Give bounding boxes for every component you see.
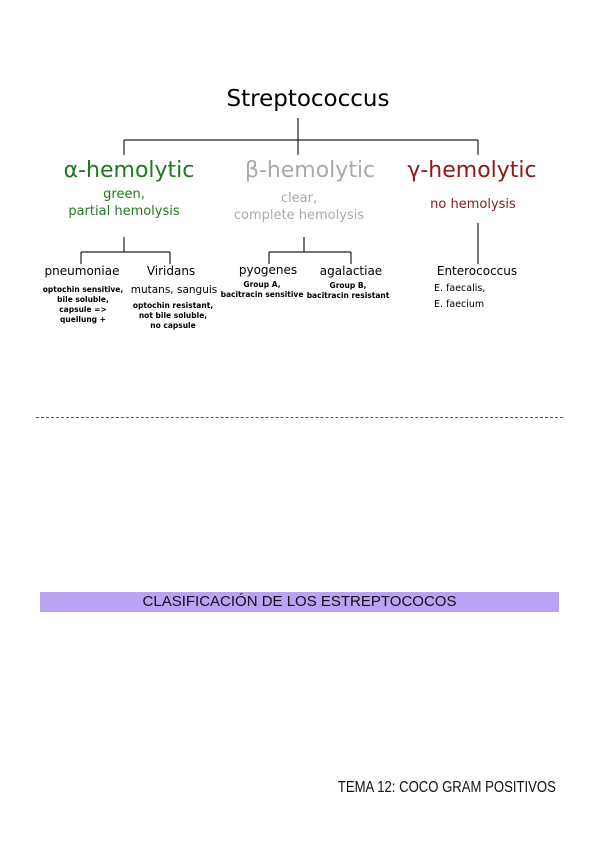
leaf-pyogenes: pyogenes <box>238 263 298 277</box>
leaf-notes-agalactiae: Group B, bacitracin resistant <box>306 281 390 300</box>
leaf-viridans: Viridans <box>146 264 196 278</box>
group-title-gamma: γ-hemolytic <box>407 158 537 183</box>
footer-title: TEMA 12: COCO GRAM POSITIVOS <box>338 779 556 796</box>
root-node-streptococcus: Streptococcus <box>226 86 390 112</box>
leaf-notes-viridans: optochin resistant, not bile soluble, no… <box>132 301 214 330</box>
group-subtitle-gamma: no hemolysis <box>430 197 516 212</box>
group-subtitle-alpha: green, partial hemolysis <box>68 187 180 219</box>
group-title-alpha: α-hemolytic <box>63 158 195 183</box>
leaf-pneumoniae: pneumoniae <box>44 264 120 278</box>
leaf-notes-pneumoniae: optochin sensitive, bile soluble, capsul… <box>42 285 124 324</box>
leaf-agalactiae: agalactiae <box>319 264 383 278</box>
group-subtitle-beta: clear, complete hemolysis <box>233 191 365 223</box>
leaf-notes-pyogenes: Group A, bacitracin sensitive <box>220 280 304 299</box>
leaf-enterococcus: Enterococcus <box>436 264 518 278</box>
leaf-species-viridans: mutans, sanguis <box>130 284 218 296</box>
dashed-divider <box>36 417 563 418</box>
section-banner: CLASIFICACIÓN DE LOS ESTREPTOCOCOS <box>40 592 559 612</box>
group-title-beta: β-hemolytic <box>244 158 376 183</box>
leaf-notes-enterococcus: E. faecalis, E. faecium <box>434 283 486 310</box>
